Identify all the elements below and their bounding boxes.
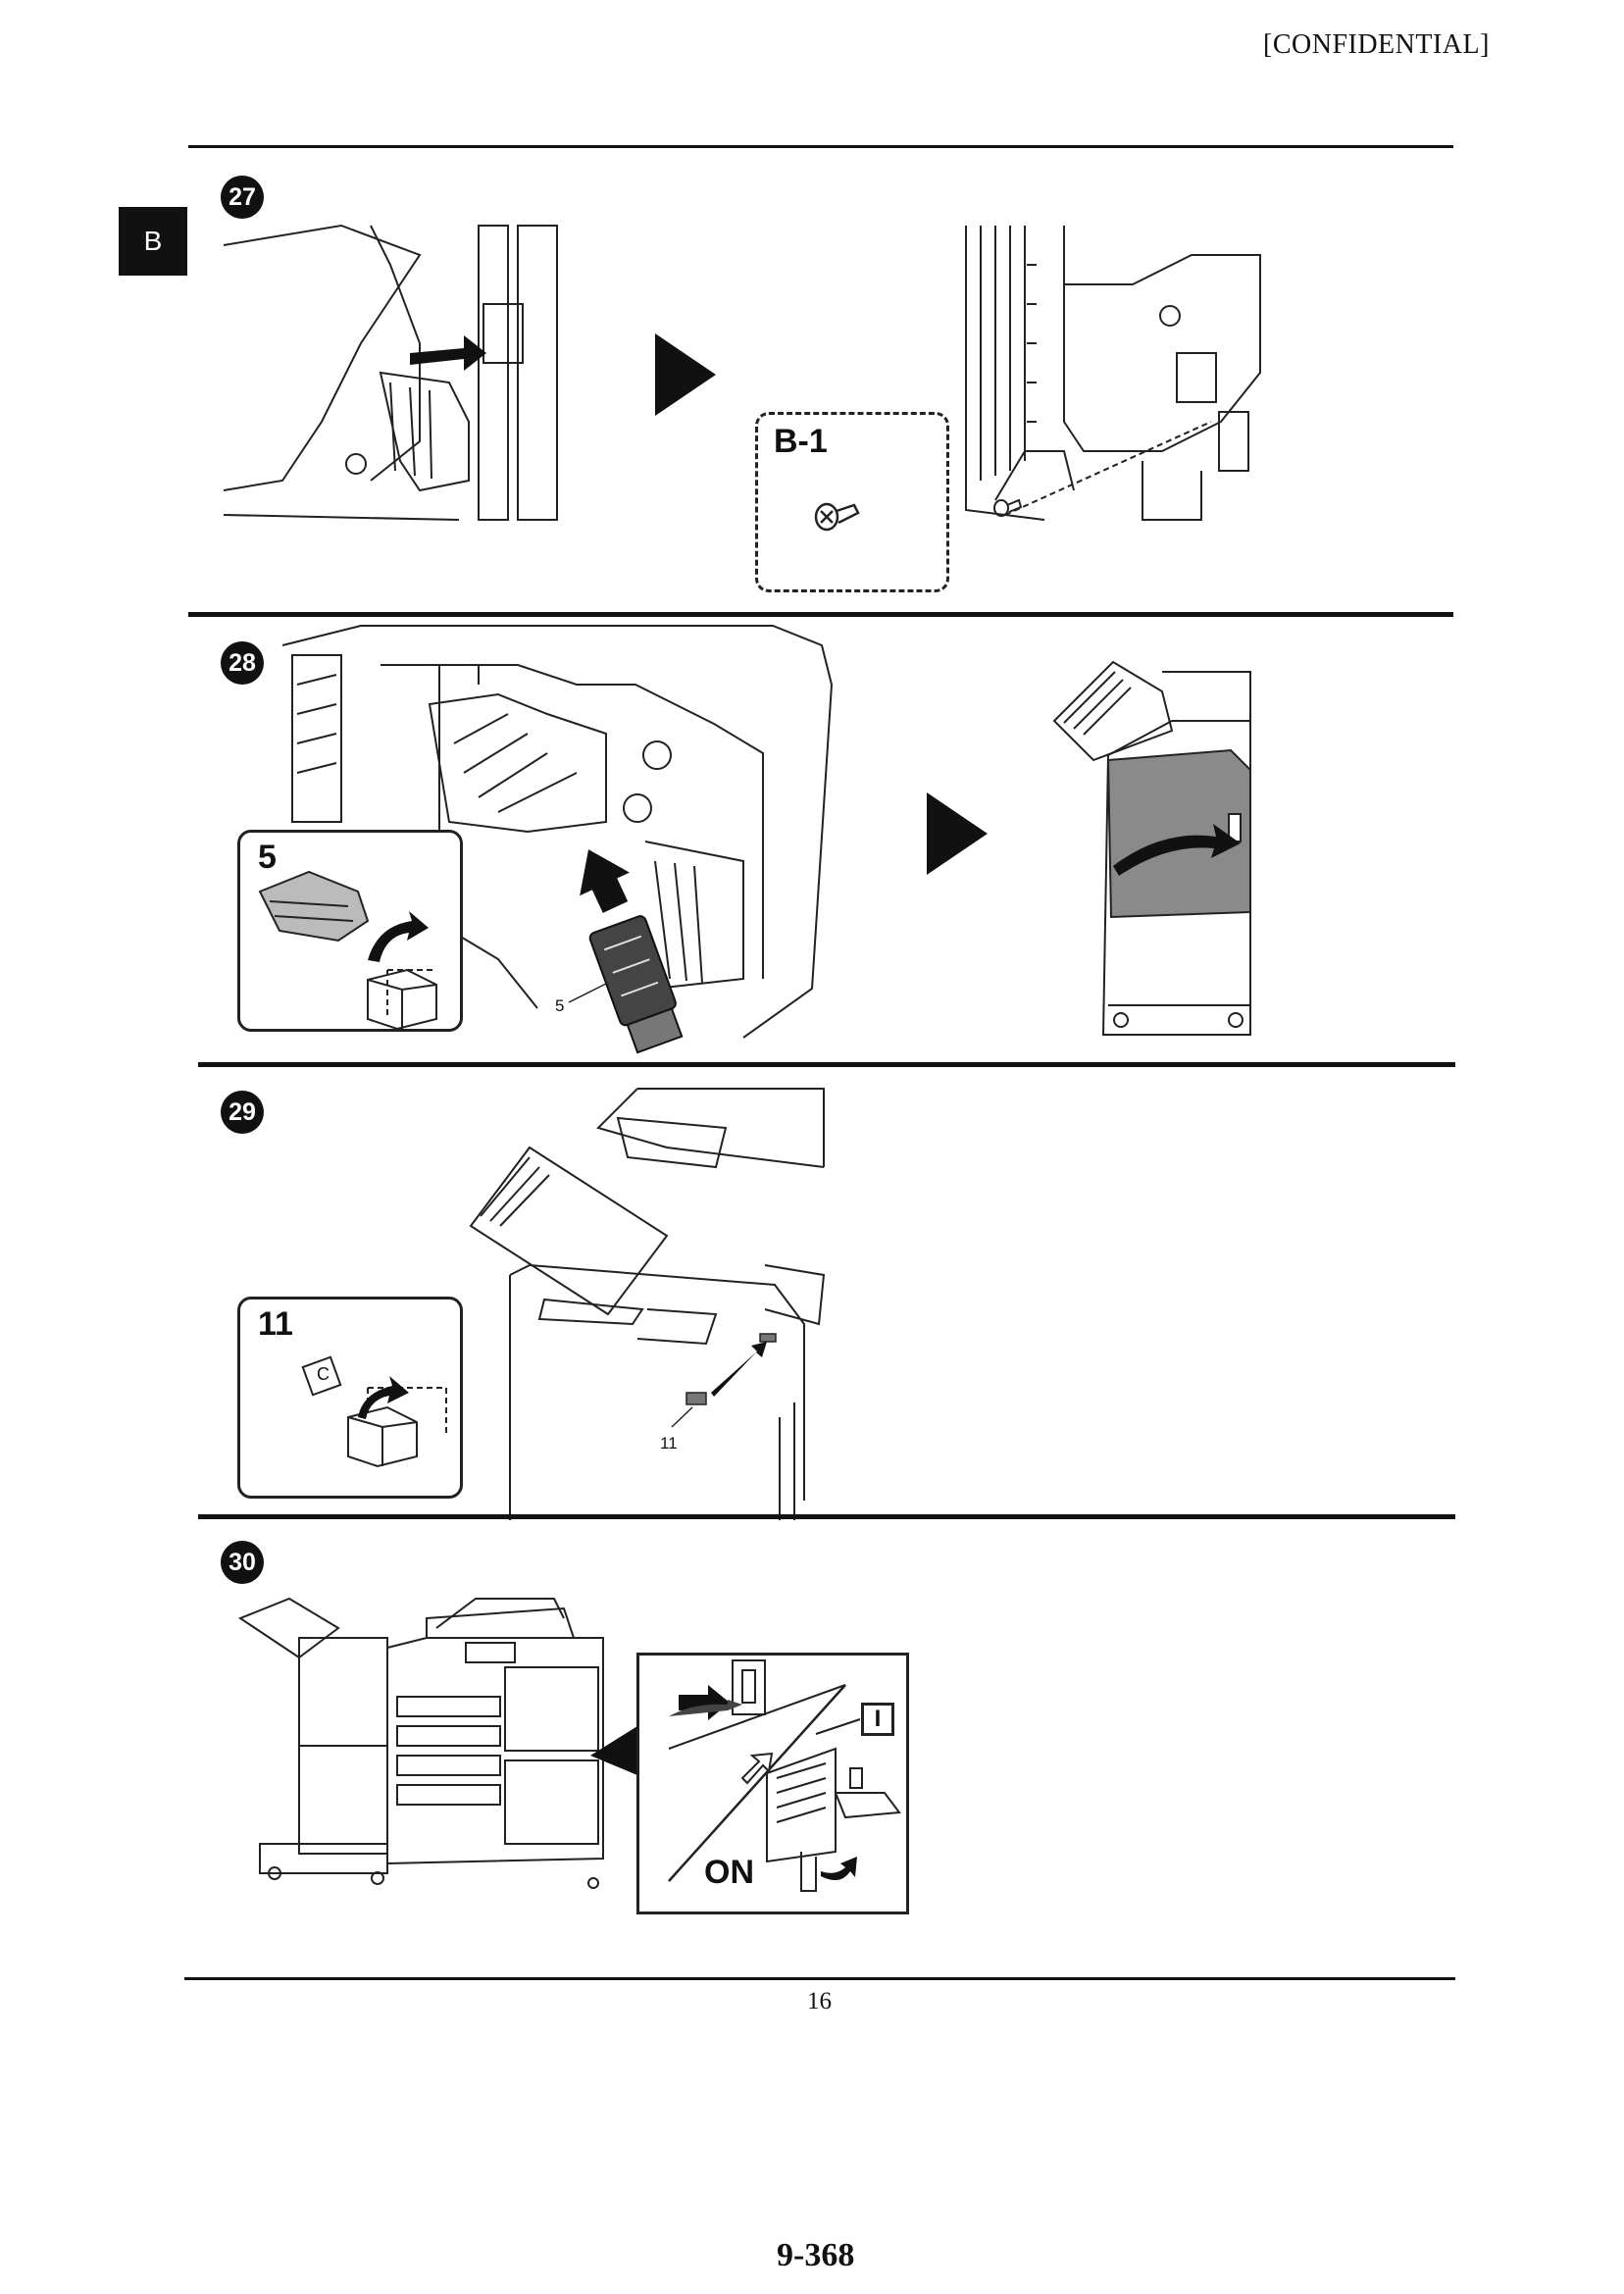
step-number-28: 28 [221,641,264,685]
doc-page-number: 9-368 [777,2237,855,2273]
zoom-pointer [590,1726,637,1775]
switch-on-label: ON [704,1854,754,1891]
part-label-b1: B-1 [774,423,828,460]
confidential-label: [CONFIDENTIAL] [1263,29,1490,60]
callout-leader-5 [568,982,609,1003]
label-c-letter: C [317,1364,330,1384]
page-number: 16 [807,1988,832,2014]
header-rule [188,145,1453,148]
part-label-11: 11 [258,1305,293,1343]
step-number-29: 29 [221,1091,264,1134]
screw-icon [814,502,860,532]
part-box-11: 11 C [237,1297,463,1499]
callout-11: 11 [660,1434,678,1453]
step30-machine [237,1597,604,1889]
next-arrow-27 [655,333,716,416]
step28-finisher-closed [1052,660,1251,1036]
step-divider-29 [198,1514,1455,1519]
part-label-5: 5 [258,839,277,876]
staple-cartridge-unbox-icon [258,870,437,1031]
step27-illustration-right [965,226,1261,521]
step-number-30: 30 [221,1541,264,1584]
label-c-icon [301,1355,342,1397]
step-number-27: 27 [221,176,264,219]
part-box-b1: B-1 [755,412,949,592]
unbox-icon [347,1376,447,1468]
footer-rule [184,1977,1455,1980]
part-box-5: 5 [237,830,463,1032]
power-switch-inset: I ON [636,1653,909,1914]
step-divider-28 [198,1062,1455,1067]
step28-illustration-left [281,625,834,1054]
section-tab: B [119,207,187,276]
power-symbol: I [874,1706,882,1732]
power-symbol-box: I [861,1703,894,1736]
step27-illustration-left [223,224,558,521]
next-arrow-28 [927,792,988,875]
power-switch-diagram [668,1659,901,1892]
step-divider-27 [188,612,1453,617]
step29-illustration [469,1088,826,1520]
callout-5: 5 [555,996,565,1015]
